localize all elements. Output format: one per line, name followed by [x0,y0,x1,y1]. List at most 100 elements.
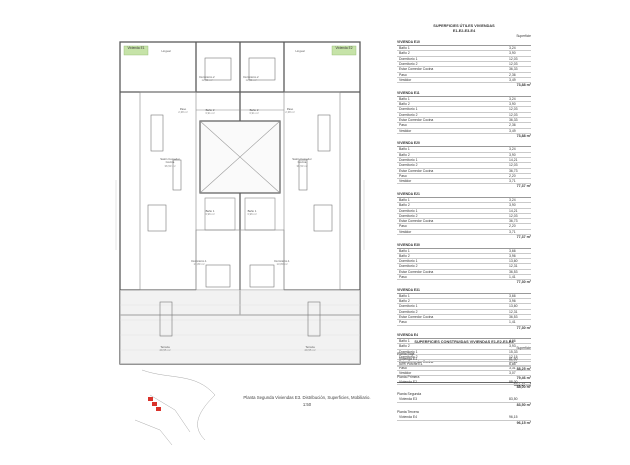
row-label: Dormitorio 1 [399,208,418,213]
row-value: 2,36 [509,123,516,128]
vivienda-tag-right: Vivienda E2 [335,46,353,50]
caption-title: Planta Segunda Viviendas E3. Distribució… [243,395,371,400]
row-value: 3,71 [509,179,516,184]
table-row: Baño 2 3,96 [397,253,531,260]
row-value: 3,66 [509,293,516,298]
row-value: 96,15 [509,415,518,420]
row-label: Dormitorio 1 [399,304,418,309]
row-value: 3,24 [509,147,516,152]
row-label: Paso [399,224,407,229]
room-name: Salón Comedor Cocina [160,157,180,165]
row-label: Paso [399,173,407,178]
room-area: 29,55 m² [159,348,171,353]
row-value: 3,96 [509,253,516,258]
row-value: 3,24 [509,96,516,101]
room-name: Dormitorio 1 [274,259,290,263]
row-value: 14,21 [509,208,518,213]
row-label: Estar Comedor Cocina [399,314,434,319]
utiles-title: SUPERFICIES ÚTILES VIVIENDAS E1-E2-E3-E4 [433,24,495,33]
utiles-col-header: Superficie [516,34,531,39]
room-name: Terraza [160,345,170,349]
row-label: Baño 2 [399,299,410,304]
row-value: 36,73 [509,219,518,224]
row-value: 3,90 [509,203,516,208]
row-value: 12,31 [509,309,518,314]
row-label: Estar Comedor Cocina [399,360,434,365]
row-label: Dormitorio 1 [399,157,418,162]
row-value: 1,41 [509,274,516,279]
room-name: Terraza [305,345,315,349]
row-value: 36,73 [509,168,518,173]
plan-caption: Planta Segunda Viviendas E3. Distribució… [232,395,382,408]
utiles-section-title: VIVIENDA E30 [397,243,531,249]
row-value: 15,33 [509,349,518,354]
row-value: 13,60 [509,304,518,309]
row-label: Dormitorio 2 [399,112,418,117]
row-value: 3,90 [509,51,516,56]
row-value: 37,61 [509,360,518,365]
row-label: Paso [399,72,407,77]
utiles-section-title: VIVIENDA E4 [397,333,531,340]
row-value: 3,24 [509,197,516,202]
row-label: Estar Comedor Cocina [399,67,434,72]
row-value: 1,41 [509,320,516,325]
group-total: 96,15 m² [516,420,531,425]
row-label: Estar Comedor Cocina [399,117,434,122]
table-row: Baño 1 3,24 [397,147,531,153]
row-label: Dormitorio 2 [399,163,418,168]
row-label: Baño 2 [399,152,410,157]
row-value: 3,49 [509,128,516,133]
row-label: Baño 1 [399,147,410,152]
caption-scale: 1:50 [302,401,312,407]
row-label: Dormitorio 2 [399,354,418,359]
table-row: Vivienda E3 83,50 [397,397,531,403]
row-value: 3,31 [509,365,516,370]
row-value: 3,49 [509,77,516,82]
row-label: Vivienda E3 [399,397,418,402]
row-label: Dormitorio 1 [399,349,418,354]
row-label: Dormitorio 2 [399,213,418,218]
row-label: Baño 2 [399,253,410,258]
row-value: 83,50 [509,397,518,402]
utiles-section-title: VIVIENDA E10 [397,40,531,47]
room-label: Lingual [154,49,178,53]
row-value: 12,31 [509,264,518,269]
room-area: 12,31 m² [245,78,257,83]
section-total: 79,46 m² [516,376,531,381]
construidas-title: SUPERFICIES CONSTRUIDAS VIVIENDAS E1-E2-… [414,340,514,344]
room-name: Paso [286,107,294,111]
group-total: 83,50 m² [516,402,531,407]
row-label: Baño 1 [399,293,410,298]
row-value: 3,07 [509,370,516,375]
row-label: Estar Comedor Cocina [399,168,434,173]
section-total: 77,37 m² [516,184,531,189]
